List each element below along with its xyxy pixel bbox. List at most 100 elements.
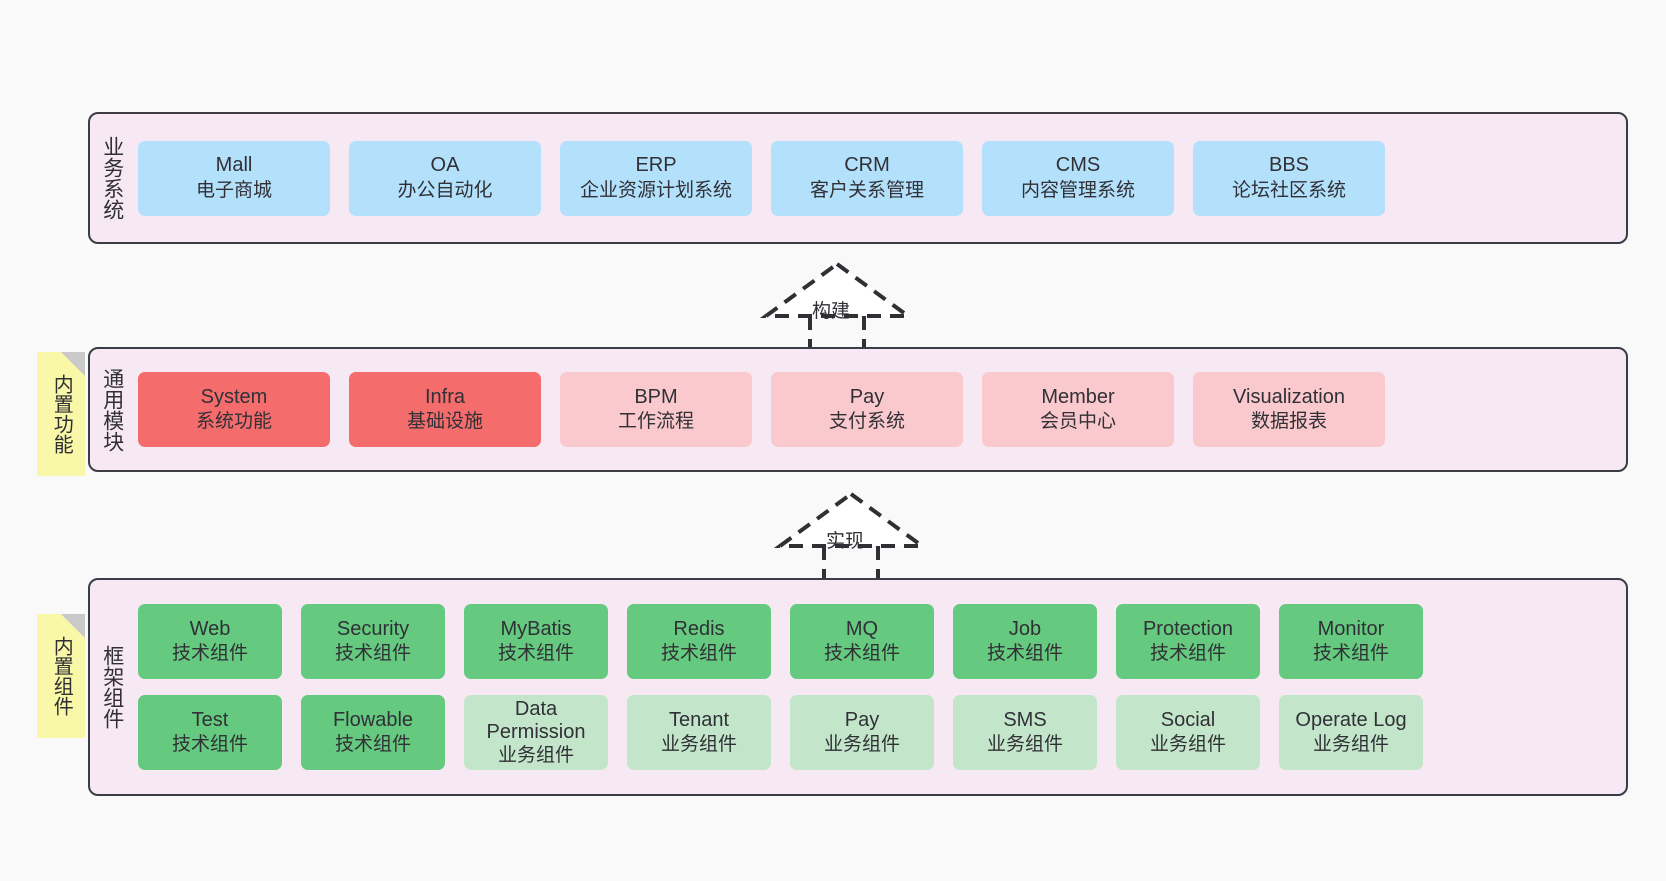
card-title: System: [200, 385, 268, 408]
section-cards-business: Mall 电子商城 OA 办公自动化 ERP 企业资源计划系统 CRM 客户关系…: [134, 114, 1626, 242]
card-title: Flowable: [332, 708, 414, 731]
card-subtitle: 业务组件: [497, 744, 574, 766]
card-title: Test: [191, 708, 229, 731]
card-subtitle: 技术组件: [334, 734, 411, 756]
card-title: BPM: [634, 385, 678, 408]
card-row: Web 技术组件 Security 技术组件 MyBatis 技术组件 Redi…: [138, 604, 1610, 679]
card-subtitle: 数据报表: [1250, 411, 1327, 433]
card-title: CRM: [844, 154, 890, 177]
card-title: Job: [1008, 617, 1042, 640]
card-tenant[interactable]: Tenant 业务组件: [627, 695, 771, 770]
card-row: Mall 电子商城 OA 办公自动化 ERP 企业资源计划系统 CRM 客户关系…: [138, 140, 1610, 216]
card-monitor[interactable]: Monitor 技术组件: [1279, 604, 1423, 679]
card-subtitle: 业务组件: [823, 734, 900, 756]
card-title: Monitor: [1317, 617, 1385, 640]
section-label-common: 通用模块: [100, 367, 124, 452]
sticky-note-builtin-function: 内置功能: [37, 352, 85, 476]
card-mall[interactable]: Mall 电子商城: [138, 140, 330, 216]
card-title: Pay: [844, 708, 880, 731]
connector-build: 构建: [752, 258, 922, 350]
card-protection[interactable]: Protection 技术组件: [1116, 604, 1260, 679]
section-label-business: 业务系统: [100, 136, 124, 220]
card-subtitle: 技术组件: [497, 643, 574, 665]
card-visualization[interactable]: Visualization 数据报表: [1193, 372, 1385, 447]
card-subtitle: 业务组件: [1149, 734, 1226, 756]
card-title: SMS: [1003, 708, 1047, 731]
card-subtitle: 支付系统: [828, 411, 905, 433]
card-subtitle: 会员中心: [1039, 411, 1116, 433]
card-subtitle: 企业资源计划系统: [579, 179, 732, 201]
card-mybatis[interactable]: MyBatis 技术组件: [464, 604, 608, 679]
card-flowable[interactable]: Flowable 技术组件: [301, 695, 445, 770]
card-oa[interactable]: OA 办公自动化: [349, 140, 541, 216]
card-title: Social: [1160, 708, 1216, 731]
section-label-framework: 框架组件: [100, 645, 124, 729]
card-job[interactable]: Job 技术组件: [953, 604, 1097, 679]
card-subtitle: 技术组件: [171, 734, 248, 756]
connector-implement: 实现: [766, 488, 936, 580]
card-title: Mall: [215, 154, 253, 177]
card-mq[interactable]: MQ 技术组件: [790, 604, 934, 679]
card-social[interactable]: Social 业务组件: [1116, 695, 1260, 770]
card-title: Visualization: [1233, 385, 1345, 408]
card-sms[interactable]: SMS 业务组件: [953, 695, 1097, 770]
card-operate-log[interactable]: Operate Log 业务组件: [1279, 695, 1423, 770]
card-subtitle: 基础设施: [406, 411, 483, 433]
section-panel-framework: 框架组件 Web 技术组件 Security 技术组件 MyBatis 技术组件…: [88, 578, 1628, 796]
card-test[interactable]: Test 技术组件: [138, 695, 282, 770]
card-crm[interactable]: CRM 客户关系管理: [771, 140, 963, 216]
realization-arrow-icon: [773, 491, 929, 580]
card-subtitle: 技术组件: [823, 643, 900, 665]
card-title: Tenant: [668, 708, 730, 731]
sticky-note-label: 内置组件: [50, 636, 73, 716]
section-panel-business: 业务系统 Mall 电子商城 OA 办公自动化 ERP 企业资源计划系统 CRM…: [88, 112, 1628, 244]
card-subtitle: 论坛社区系统: [1231, 179, 1346, 201]
card-row: Test 技术组件 Flowable 技术组件 Data Permission …: [138, 695, 1610, 770]
card-row: System 系统功能 Infra 基础设施 BPM 工作流程 Pay 支付系统…: [138, 372, 1610, 447]
card-cms[interactable]: CMS 内容管理系统: [982, 140, 1174, 216]
card-subtitle: 工作流程: [617, 411, 694, 433]
sticky-note-builtin-component: 内置组件: [37, 614, 85, 738]
card-title: Web: [189, 617, 231, 640]
card-subtitle: 客户关系管理: [809, 179, 924, 201]
card-title: Data Permission: [486, 697, 586, 743]
card-subtitle: 技术组件: [986, 643, 1063, 665]
card-subtitle: 技术组件: [1149, 643, 1226, 665]
card-subtitle: 业务组件: [986, 734, 1063, 756]
card-web[interactable]: Web 技术组件: [138, 604, 282, 679]
section-cards-framework: Web 技术组件 Security 技术组件 MyBatis 技术组件 Redi…: [134, 580, 1626, 794]
card-security[interactable]: Security 技术组件: [301, 604, 445, 679]
connector-build-label: 构建: [812, 301, 851, 322]
card-infra[interactable]: Infra 基础设施: [349, 372, 541, 447]
card-title: MQ: [845, 617, 879, 640]
card-bpm[interactable]: BPM 工作流程: [560, 372, 752, 447]
card-title: Infra: [424, 385, 466, 408]
card-subtitle: 技术组件: [171, 643, 248, 665]
card-title: CMS: [1055, 154, 1101, 177]
card-pay-component[interactable]: Pay 业务组件: [790, 695, 934, 770]
card-title: Security: [336, 617, 410, 640]
card-bbs[interactable]: BBS 论坛社区系统: [1193, 140, 1385, 216]
card-subtitle: 电子商城: [195, 179, 272, 201]
card-redis[interactable]: Redis 技术组件: [627, 604, 771, 679]
card-subtitle: 业务组件: [1312, 734, 1389, 756]
card-title: OA: [430, 154, 460, 177]
card-erp[interactable]: ERP 企业资源计划系统: [560, 140, 752, 216]
note-fold-icon: [61, 352, 85, 376]
card-pay-module[interactable]: Pay 支付系统: [771, 372, 963, 447]
section-panel-common: 通用模块 System 系统功能 Infra 基础设施 BPM 工作流程 Pay…: [88, 347, 1628, 472]
note-fold-icon: [61, 614, 85, 638]
card-title: Member: [1041, 385, 1115, 408]
sticky-note-label: 内置功能: [50, 374, 73, 454]
card-subtitle: 内容管理系统: [1020, 179, 1135, 201]
card-member[interactable]: Member 会员中心: [982, 372, 1174, 447]
card-data-permission[interactable]: Data Permission 业务组件: [464, 695, 608, 770]
card-title: Protection: [1142, 617, 1234, 640]
card-system[interactable]: System 系统功能: [138, 372, 330, 447]
card-subtitle: 技术组件: [660, 643, 737, 665]
card-title: Redis: [673, 617, 725, 640]
card-subtitle: 系统功能: [195, 411, 272, 433]
card-title: MyBatis: [500, 617, 572, 640]
card-title: BBS: [1268, 154, 1310, 177]
